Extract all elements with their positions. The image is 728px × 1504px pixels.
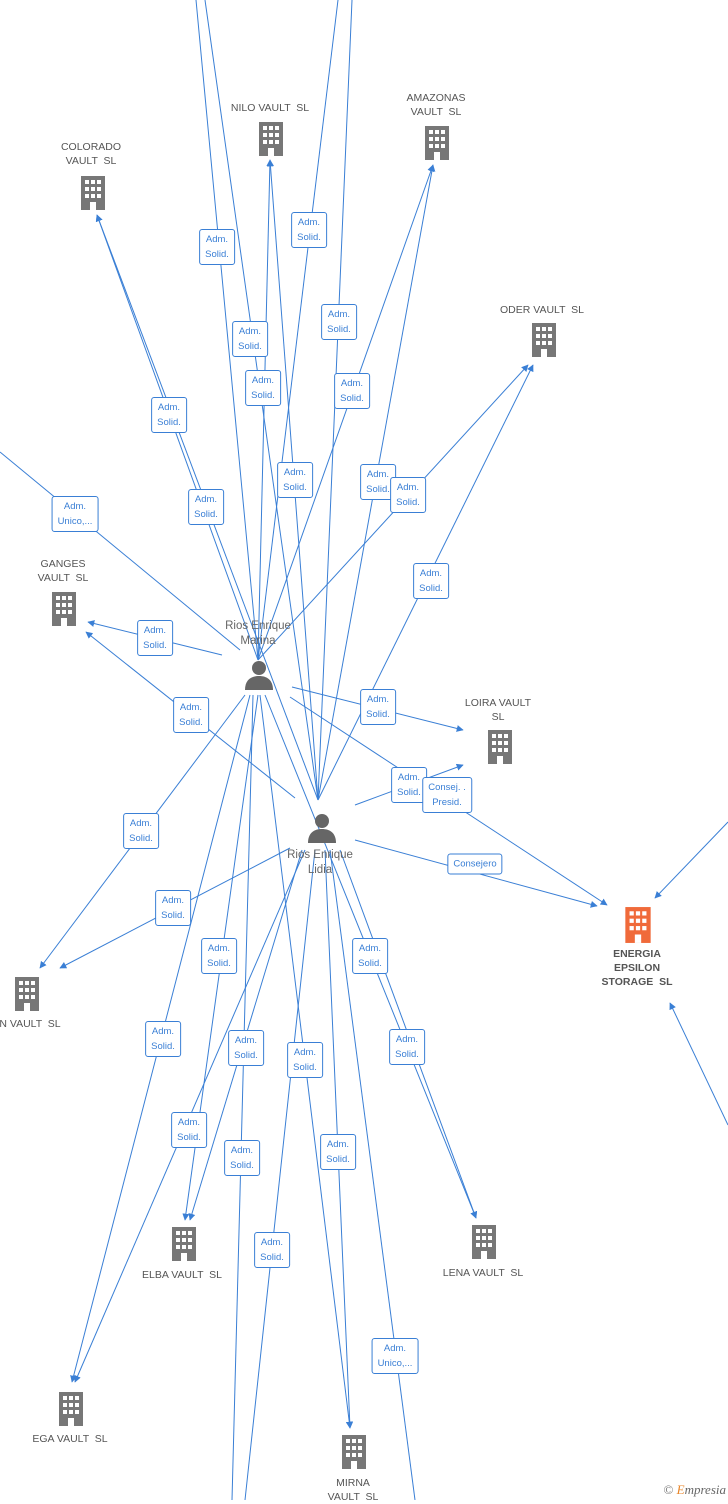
edge-label: Adm. Solid. <box>145 1021 181 1057</box>
company-node-oder[interactable]: ODER VAULT SL <box>500 303 584 317</box>
person-icon[interactable] <box>307 812 337 844</box>
edge-label: Adm. Solid. <box>188 489 224 525</box>
edge <box>195 0 259 661</box>
edge-label: Adm. Solid. <box>199 229 235 265</box>
edge-label: Adm. Solid. <box>123 813 159 849</box>
edge-label: Adm. Solid. <box>201 938 237 974</box>
edge-label: Adm. Solid. <box>137 620 173 656</box>
edge <box>257 159 274 661</box>
company-name: LENA VAULT SL <box>442 1267 524 1279</box>
edge-label: Adm. Solid. <box>334 373 370 409</box>
building-icon <box>52 592 76 626</box>
building-icon <box>172 1227 196 1261</box>
company-name: EGA VAULT SL <box>32 1433 108 1445</box>
edge <box>244 849 316 1500</box>
company-node-colorado[interactable]: COLORADO VAULT SL <box>61 140 121 168</box>
edge-label: Adm. Solid. <box>155 890 191 926</box>
edge-label: Adm. Solid. <box>151 397 187 433</box>
person-icon[interactable] <box>244 659 274 691</box>
edge <box>257 164 435 661</box>
edge <box>95 214 259 661</box>
company-name: N VAULT SL <box>0 1018 61 1030</box>
company-name: LOIRA VAULT SL <box>464 697 532 723</box>
company-node-nilo[interactable]: NILO VAULT SL <box>231 101 309 115</box>
company-name: AMAZONAS VAULT SL <box>406 92 466 118</box>
edge-label: Adm. Solid. <box>391 767 427 803</box>
copyright-icon: © <box>663 1482 674 1497</box>
edge-label: Adm. Solid. <box>173 697 209 733</box>
company-node-ganges[interactable]: GANGES VAULT SL <box>38 557 89 585</box>
edge-label: Adm. Solid. <box>228 1030 264 1066</box>
edge <box>231 694 254 1500</box>
building-focus-icon <box>625 907 651 943</box>
edge-label: Adm. Solid. <box>291 212 327 248</box>
edge-label: Adm. Solid. <box>390 477 426 513</box>
edge-label: Consejero <box>447 853 503 875</box>
company-name: GANGES VAULT SL <box>37 558 89 584</box>
edge-label: Adm. Solid. <box>389 1029 425 1065</box>
company-node-ega[interactable]: EGA VAULT SL <box>32 1432 107 1446</box>
edge-label: Adm. Solid. <box>171 1112 207 1148</box>
edge <box>0 451 241 651</box>
edge-label: Adm. Solid. <box>320 1134 356 1170</box>
building-icon <box>15 977 39 1011</box>
building-icon <box>59 1392 83 1426</box>
edge-label: Adm. Solid. <box>224 1140 260 1176</box>
person-name-marina[interactable]: Rios Enrique Marina <box>225 620 291 647</box>
building-icon <box>342 1435 366 1469</box>
brand-logo-initial: E <box>676 1482 685 1497</box>
building-icon <box>488 730 512 764</box>
edge-label: Adm. Solid. <box>287 1042 323 1078</box>
person-name-lidia[interactable]: Rios Enrique Lidia <box>287 849 353 876</box>
edge <box>329 849 416 1500</box>
company-name: NILO VAULT SL <box>230 102 310 114</box>
edge-label: Adm. Solid. <box>245 370 281 406</box>
building-icon <box>81 176 105 210</box>
company-name-focus: ENERGIA EPSILON STORAGE SL <box>601 948 673 988</box>
building-icon <box>259 122 283 156</box>
edge <box>669 1002 728 1126</box>
company-node-energia[interactable]: ENERGIA EPSILON STORAGE SL <box>602 947 673 989</box>
edge <box>257 0 339 661</box>
company-node-elba[interactable]: ELBA VAULT SL <box>142 1268 222 1282</box>
edge-label: Adm. Unico,... <box>51 496 99 532</box>
edge-label: Consej. . Presid. <box>422 777 472 813</box>
company-name: ODER VAULT SL <box>499 304 585 316</box>
edge-label: Adm. Solid. <box>352 938 388 974</box>
edge-label: Adm. Solid. <box>254 1232 290 1268</box>
brand-watermark: © Empresia <box>664 1482 727 1498</box>
company-node-n-vault[interactable]: N VAULT SL <box>0 1017 61 1031</box>
edge-label: Adm. Solid. <box>360 689 396 725</box>
brand-logo-text: mpresia <box>684 1482 726 1497</box>
company-node-amazonas[interactable]: AMAZONAS VAULT SL <box>407 91 466 119</box>
company-node-lena[interactable]: LENA VAULT SL <box>443 1266 524 1280</box>
edge-label: Adm. Solid. <box>321 304 357 340</box>
edge-label: Adm. Solid. <box>277 462 313 498</box>
company-node-loira[interactable]: LOIRA VAULT SL <box>465 696 531 724</box>
company-name: COLORADO VAULT SL <box>60 141 122 167</box>
edge-label: Adm. Solid. <box>413 563 449 599</box>
edge-label: Adm. Solid. <box>232 321 268 357</box>
edge-label: Adm. Unico,... <box>371 1338 419 1374</box>
building-icon <box>532 323 556 357</box>
edge <box>654 821 728 899</box>
company-name: ELBA VAULT SL <box>142 1269 222 1281</box>
building-icon <box>472 1225 496 1259</box>
building-icon <box>425 126 449 160</box>
